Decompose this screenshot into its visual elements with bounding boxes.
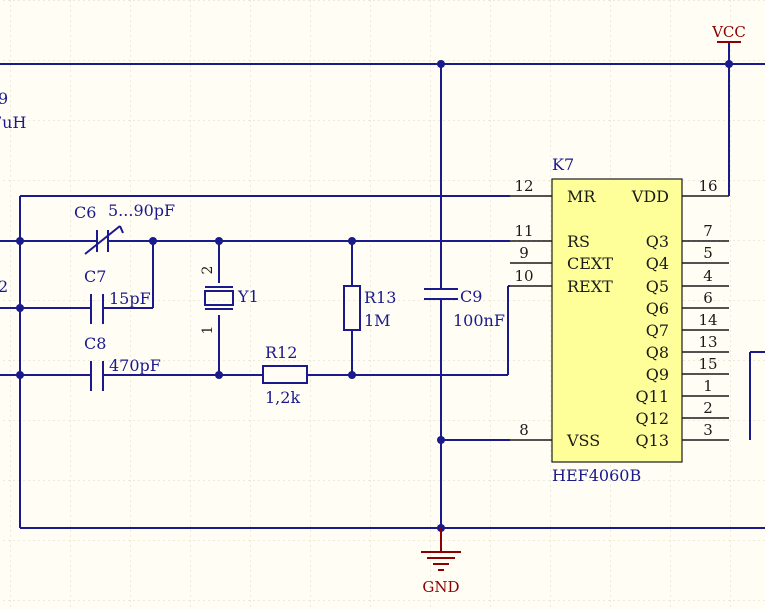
ic-pin-name: Q6: [646, 299, 669, 318]
vcc-label: VCC: [711, 23, 746, 41]
c7-designator: C7: [84, 267, 106, 286]
r12-designator: R12: [265, 343, 297, 362]
junction-dot: [215, 237, 223, 245]
r13-designator: R13: [364, 288, 396, 307]
junction-dot: [16, 237, 24, 245]
c9-designator: C9: [460, 287, 482, 306]
offscreen-label: 7uH: [0, 113, 26, 132]
ic-pin-number: 14: [698, 311, 717, 329]
ic-pin-number: 7: [703, 222, 713, 240]
ic-part-name: HEF4060B: [552, 466, 641, 485]
ic-pin-number: 15: [698, 355, 717, 373]
gnd-power-port[interactable]: GND: [421, 528, 461, 596]
capacitor-c6[interactable]: C6 5...90pF: [74, 201, 175, 255]
junction-dot: [348, 237, 356, 245]
ic-pin-number: 4: [703, 267, 713, 285]
ic-pin-number: 6: [703, 289, 713, 307]
r13-body: [343, 285, 361, 331]
c6-variable-arrow: [84, 225, 121, 255]
c6-designator: C6: [74, 203, 96, 222]
r13-value: 1M: [364, 311, 391, 330]
ic-pin-name: Q5: [646, 277, 669, 296]
ic-designator: K7: [552, 155, 574, 174]
junction-dot: [215, 371, 223, 379]
ic-pin-name: Q12: [636, 409, 669, 428]
ic-pin-number: 5: [703, 244, 713, 262]
ic-pin-name: Q7: [646, 321, 669, 340]
ic-pin-name: Q3: [646, 232, 669, 251]
ic-pin-number: 9: [519, 244, 529, 262]
junction-dot: [16, 371, 24, 379]
ic-pin-number: 13: [698, 333, 717, 351]
offscreen-label: 2: [0, 277, 8, 296]
ic-pin-number: 10: [514, 267, 533, 285]
crystal-y1[interactable]: Y1 2 1: [200, 266, 259, 335]
wires: [0, 42, 765, 550]
offscreen-label: 9: [0, 89, 8, 108]
ic-pin-number: 1: [703, 377, 713, 395]
ic-pin-name: Q4: [646, 254, 669, 273]
junction-dot: [149, 237, 157, 245]
y1-body: [204, 290, 234, 306]
ic-pin-name: Q11: [636, 387, 669, 406]
capacitor-c9[interactable]: C9 100nF: [424, 287, 505, 330]
ic-pin-name: Q9: [646, 365, 669, 384]
r12-value: 1,2k: [265, 388, 300, 407]
junction-dot: [437, 60, 445, 68]
ic-pin-number: 8: [519, 421, 529, 439]
r12-body: [262, 365, 308, 384]
capacitor-c7[interactable]: C7 15pF: [84, 267, 151, 324]
ic-pin-number: 3: [703, 421, 713, 439]
ic-pin-number: 12: [514, 177, 533, 195]
resistor-r12[interactable]: R12 1,2k: [262, 343, 308, 407]
ic-pin-number: 11: [514, 222, 533, 240]
junction-dot: [725, 60, 733, 68]
c6-arrow-tick: [119, 225, 124, 234]
ic-pin-name: CEXT: [567, 254, 613, 273]
c8-value: 470pF: [109, 356, 161, 375]
y1-pin-top-number: 2: [200, 266, 216, 275]
ic-pin-number: 2: [703, 399, 713, 417]
c7-value: 15pF: [109, 289, 151, 308]
ic-pin-name: VSS: [566, 431, 600, 450]
vcc-power-port[interactable]: VCC: [711, 23, 746, 43]
ic-pin-name: REXT: [567, 277, 613, 296]
ic-pin-name: Q8: [646, 343, 669, 362]
c9-value: 100nF: [453, 311, 505, 330]
resistor-r13[interactable]: R13 1M: [343, 285, 396, 331]
capacitor-c8[interactable]: C8 470pF: [84, 334, 161, 391]
c8-designator: C8: [84, 334, 106, 353]
ic-pin-number: 16: [698, 177, 717, 195]
junction-dot: [437, 436, 445, 444]
junction-dot: [348, 371, 356, 379]
y1-designator: Y1: [237, 287, 259, 306]
y1-pin-bottom-number: 1: [200, 326, 216, 335]
junction-dot: [16, 304, 24, 312]
c6-value: 5...90pF: [108, 201, 175, 220]
junctions: [16, 60, 733, 532]
ic-pin-name: MR: [567, 187, 596, 206]
gnd-label: GND: [422, 578, 459, 596]
ic-pin-name: Q13: [636, 431, 669, 450]
ic-body: [551, 178, 683, 463]
ic-pin-name: VDD: [631, 187, 669, 206]
ic-pin-name: RS: [567, 232, 590, 251]
